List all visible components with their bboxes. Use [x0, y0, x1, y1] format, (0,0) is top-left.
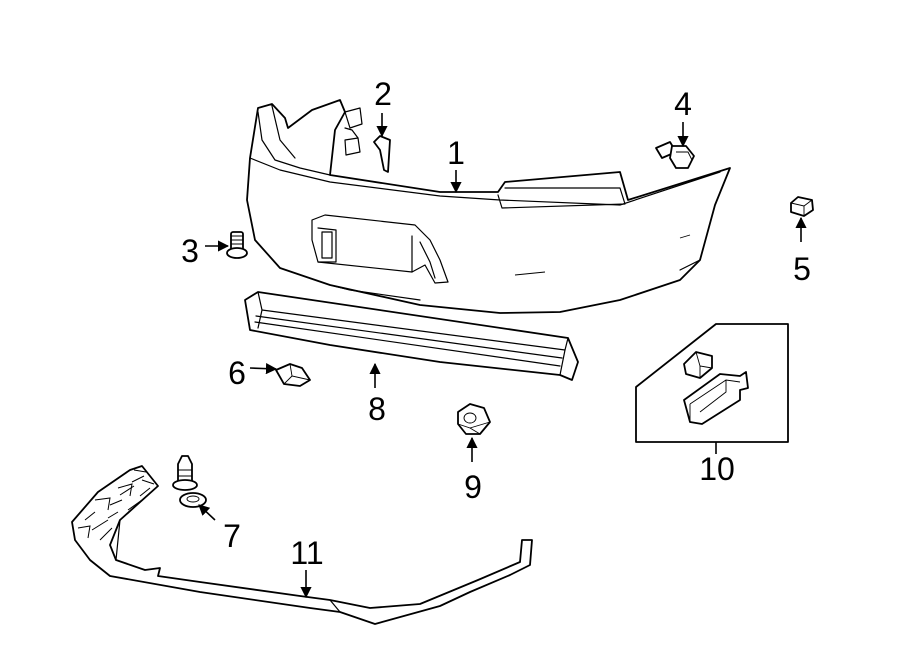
callout-7: 7	[223, 518, 241, 554]
leader-6	[249, 363, 278, 375]
clip-part-5	[790, 196, 814, 217]
bumper-cover	[246, 99, 731, 314]
bracket-part-6	[275, 363, 311, 387]
callout-4: 4	[674, 86, 692, 122]
callout-labels: 1 2 3 4 5 6 7 8 9 10 11	[181, 76, 811, 571]
impact-absorber-part-8	[244, 291, 579, 381]
lower-valance-part-11	[71, 465, 533, 625]
bolt-part-4	[655, 141, 695, 169]
inset-box-part-10	[635, 323, 789, 443]
callout-11: 11	[290, 535, 323, 571]
leader-7	[198, 504, 216, 521]
callout-5: 5	[793, 251, 811, 287]
callout-9: 9	[464, 469, 482, 505]
callout-8: 8	[368, 391, 386, 427]
callout-1: 1	[447, 135, 465, 171]
screw-part-3	[226, 231, 248, 259]
callout-2: 2	[374, 76, 392, 112]
callout-10: 10	[699, 451, 735, 487]
push-pin-part-7	[172, 455, 207, 508]
leader-lines	[198, 113, 807, 599]
callout-6: 6	[228, 355, 246, 391]
bracket-part-2	[373, 135, 391, 173]
nut-part-9	[457, 403, 491, 435]
callout-3: 3	[181, 233, 199, 269]
